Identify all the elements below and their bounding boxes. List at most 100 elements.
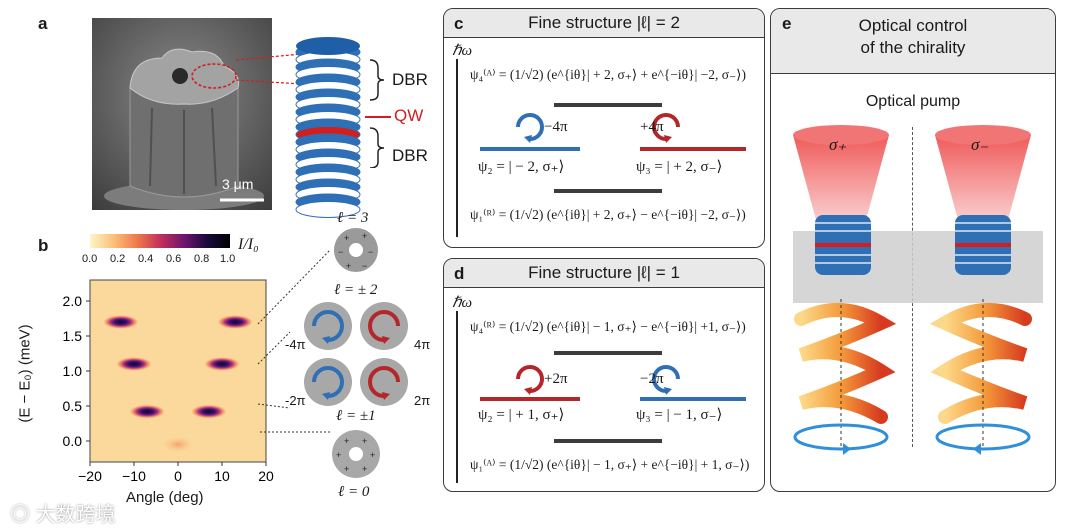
svg-text:+: + bbox=[344, 464, 349, 474]
panel-d-psi2: ψ₂ = | + 1, σ₊⟩ bbox=[478, 407, 565, 423]
vortex-grid bbox=[304, 302, 408, 406]
x-tick-label: 10 bbox=[214, 468, 230, 484]
dbr-layer bbox=[295, 201, 361, 218]
heatmap-background bbox=[89, 279, 267, 463]
svg-text:−: − bbox=[338, 247, 343, 257]
panel-c-label: c bbox=[454, 14, 464, 33]
dbr-top-label: DBR bbox=[392, 70, 428, 89]
panel-d-level-2 bbox=[480, 397, 580, 401]
y-tick-label: 1.5 bbox=[63, 328, 83, 344]
panel-c-level-4 bbox=[554, 103, 662, 107]
panel-d-axis-arrow bbox=[456, 311, 458, 483]
panel-d: Fine structure |ℓ| = 1 ℏω ψ₄⁽ᴿ⁾ = (1/√2)… bbox=[443, 258, 765, 492]
panel-e-title-1: Optical control bbox=[858, 16, 968, 35]
heatmap-xlabel: Angle (deg) bbox=[126, 489, 204, 506]
micropillar-sem-picture bbox=[92, 18, 272, 210]
mode-link-lines bbox=[257, 249, 331, 433]
dbr-bottom-label: DBR bbox=[392, 146, 428, 165]
svg-text:+: + bbox=[370, 450, 375, 460]
panel-c: Fine structure |ℓ| = 2 ℏω ψ₄⁽ᴬ⁾ = (1/√2)… bbox=[443, 8, 765, 248]
qw-arrow bbox=[365, 116, 391, 118]
colorbar bbox=[90, 234, 230, 248]
panel-d-level-3 bbox=[640, 397, 746, 401]
y-tick-label: 0.0 bbox=[63, 433, 83, 449]
panel-c-psi3: ψ₃ = | + 2, σ₋⟩ bbox=[636, 159, 723, 175]
vortex-label-m4pi: -4π bbox=[285, 337, 306, 352]
emission-peak bbox=[102, 315, 139, 329]
emission-peak bbox=[129, 404, 166, 419]
panel-d-hbar: ℏω bbox=[452, 295, 473, 311]
vortex-label-m2pi: -2π bbox=[285, 393, 306, 408]
vortex-red-l1-icon bbox=[360, 358, 408, 406]
vortex-blue-l2-icon bbox=[304, 302, 352, 350]
heatmap-ylabel: (E − E₀) (meV) bbox=[16, 324, 34, 423]
panel-c-phase-left: −4π bbox=[544, 119, 568, 135]
y-tick-label: 2.0 bbox=[63, 293, 83, 309]
pillar-left-picture bbox=[815, 215, 871, 275]
emission-peak bbox=[190, 404, 227, 419]
panel-c-axis-arrow bbox=[456, 59, 458, 237]
emission-peak bbox=[217, 315, 254, 329]
x-tick-label: 0 bbox=[174, 468, 182, 484]
watermark: ◎ 大数跨境 bbox=[10, 504, 116, 526]
panel-c-hbar: ℏω bbox=[452, 43, 473, 59]
panel-d-psi3: ψ₃ = | − 1, σ₋⟩ bbox=[636, 407, 723, 423]
panel-d-label: d bbox=[454, 264, 465, 283]
panel-c-phase-right: +4π bbox=[640, 119, 664, 135]
sigma-plus-label: σ₊ bbox=[829, 135, 847, 154]
mode-label-l3: ℓ = 3 bbox=[337, 210, 369, 226]
panel-d-psi4: ψ₄⁽ᴿ⁾ = (1/√2) (e^{iθ}| − 1, σ₊⟩ − e^{−i… bbox=[470, 319, 746, 334]
mode-label-l2: ℓ = ± 2 bbox=[334, 282, 378, 298]
sigma-minus-label: σ₋ bbox=[971, 135, 989, 154]
panel-c-psi4: ψ₄⁽ᴬ⁾ = (1/√2) (e^{iθ}| + 2, σ₊⟩ + e^{−i… bbox=[470, 67, 746, 82]
panel-d-title: Fine structure |ℓ| = 1 bbox=[444, 259, 764, 288]
x-tick-label: −10 bbox=[122, 468, 146, 484]
colorbar-title: I/I₀ bbox=[238, 236, 259, 253]
pump-beams-diagram bbox=[793, 125, 1043, 455]
mode-label-l1: ℓ = ±1 bbox=[336, 408, 376, 424]
panel-a-label: a bbox=[38, 14, 48, 33]
dbr-top-face bbox=[296, 37, 360, 55]
x-tick-label: −20 bbox=[78, 468, 102, 484]
zoom-connector bbox=[235, 53, 303, 85]
panel-d-level-1 bbox=[554, 439, 662, 443]
optical-pump-label: Optical pump bbox=[865, 93, 961, 110]
watermark-logo-icon: ◎ bbox=[10, 504, 36, 526]
panel-e: Optical control of the chirality Optical… bbox=[770, 8, 1056, 492]
vortex-red-l2-icon bbox=[360, 302, 408, 350]
panel-c-psi2: ψ₂ = | − 2, σ₊⟩ bbox=[478, 159, 565, 175]
svg-text:+: + bbox=[336, 450, 341, 460]
emission-peak bbox=[204, 357, 240, 371]
pillar-right-picture bbox=[955, 215, 1011, 275]
scale-bar-label: 3 μm bbox=[222, 176, 254, 192]
panel-d-vortex-icons bbox=[516, 365, 680, 395]
panel-e-header: Optical control of the chirality bbox=[771, 9, 1055, 74]
panel-d-phase-right: −2π bbox=[640, 371, 664, 387]
svg-text:+: + bbox=[344, 233, 349, 243]
mode-pattern-l3: ++ −− +− bbox=[334, 228, 378, 272]
svg-text:+: + bbox=[346, 261, 351, 271]
svg-text:+: + bbox=[344, 436, 349, 446]
panel-c-title: Fine structure |ℓ| = 2 bbox=[444, 9, 764, 38]
svg-text:+: + bbox=[362, 436, 367, 446]
panel-d-level-4 bbox=[554, 351, 662, 355]
vortex-label-2pi: 2π bbox=[414, 393, 431, 408]
vortex-label-4pi: 4π bbox=[414, 337, 431, 352]
vortex-blue-l1-icon bbox=[304, 358, 352, 406]
panel-d-psi1: ψ₁⁽ᴬ⁾ = (1/√2) (e^{iθ}| − 1, σ₊⟩ + e^{−i… bbox=[470, 457, 750, 472]
svg-text:−: − bbox=[362, 261, 367, 271]
emission-peak bbox=[160, 435, 196, 454]
y-tick-label: 1.0 bbox=[63, 363, 83, 379]
emission-peak bbox=[116, 357, 152, 371]
x-tick-label: 20 bbox=[258, 468, 274, 484]
mode-label-l0: ℓ = 0 bbox=[338, 484, 370, 500]
panel-c-level-2 bbox=[480, 147, 580, 151]
sem-image: 3 μm bbox=[92, 18, 272, 210]
panel-b-label: b bbox=[38, 236, 49, 255]
panel-e-title-2: of the chirality bbox=[860, 38, 966, 57]
svg-text:+: + bbox=[362, 231, 367, 241]
svg-text:−: − bbox=[368, 247, 373, 257]
panel-c-vortex-icons bbox=[516, 113, 680, 143]
panel-c-psi1: ψ₁⁽ᴿ⁾ = (1/√2) (e^{iθ}| + 2, σ₊⟩ − e^{−i… bbox=[470, 207, 746, 222]
